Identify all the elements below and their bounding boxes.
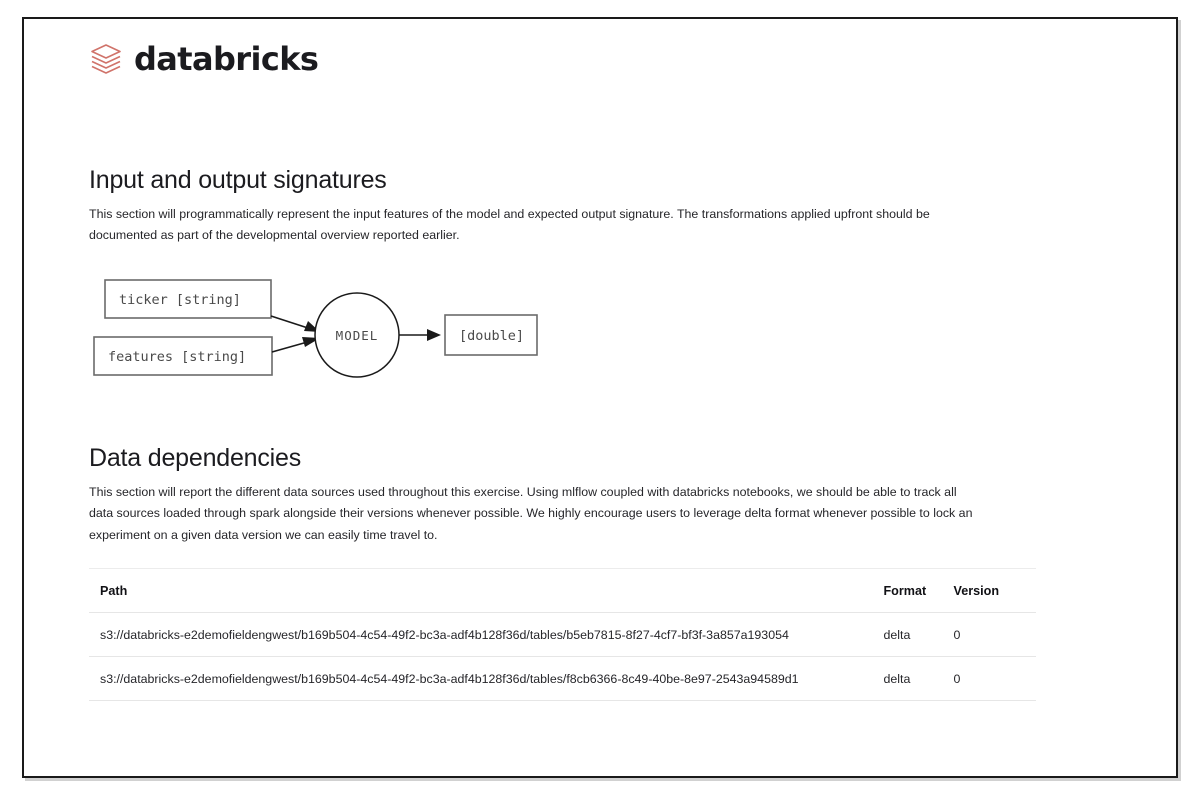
- diagram-input-features-label: features [string]: [108, 349, 246, 365]
- table-row: s3://databricks-e2demofieldengwest/b169b…: [89, 612, 1036, 657]
- table-row: s3://databricks-e2demofieldengwest/b169b…: [89, 656, 1036, 701]
- section-body-dependencies: This section will report the different d…: [89, 485, 973, 542]
- diagram-input-ticker-box: [104, 278, 272, 319]
- diagram-arrowhead-output: [427, 328, 441, 341]
- table-cell-path: s3://databricks-e2demofieldengwest/b169b…: [89, 612, 884, 657]
- brand-name: databricks: [134, 40, 319, 78]
- section-title-signatures: Input and output signatures: [89, 166, 387, 194]
- section-body-signatures: This section will programmatically repre…: [89, 207, 930, 243]
- brand-header: databricks: [89, 35, 1156, 83]
- document-page: databricks Input and output signatures T…: [22, 17, 1178, 778]
- section-title-dependencies: Data dependencies: [89, 444, 302, 472]
- table-header-version: Version: [953, 568, 1036, 613]
- table-cell-format: delta: [883, 656, 954, 701]
- diagram-model-label: MODEL: [336, 328, 379, 343]
- table-header-path: Path: [89, 568, 884, 613]
- table-cell-path: s3://databricks-e2demofieldengwest/b169b…: [89, 656, 884, 701]
- diagram-input-features-box: [93, 335, 273, 376]
- databricks-stacked-layers-icon: [91, 44, 121, 74]
- document-content: databricks Input and output signatures T…: [89, 35, 1156, 776]
- table-cell-version: 0: [953, 612, 1036, 657]
- model-signature-diagram: ticker [string] features [string]: [89, 275, 549, 400]
- section-data-dependencies: Data dependencies This section will repo…: [89, 444, 984, 546]
- data-dependencies-table: Path Format Version s3://databricks-e2de…: [89, 568, 1036, 701]
- table-header-format: Format: [883, 568, 954, 613]
- diagram-input-ticker-label: ticker [string]: [119, 292, 241, 308]
- table-cell-version: 0: [953, 656, 1036, 701]
- diagram-arrow-ticker-to-model: [270, 314, 312, 330]
- section-input-output-signatures: Input and output signatures This section…: [89, 166, 984, 400]
- table-cell-format: delta: [883, 612, 954, 657]
- diagram-output-label: [double]: [459, 328, 524, 344]
- diagram-output-box: [444, 313, 538, 356]
- table-header-row: Path Format Version: [89, 568, 1036, 613]
